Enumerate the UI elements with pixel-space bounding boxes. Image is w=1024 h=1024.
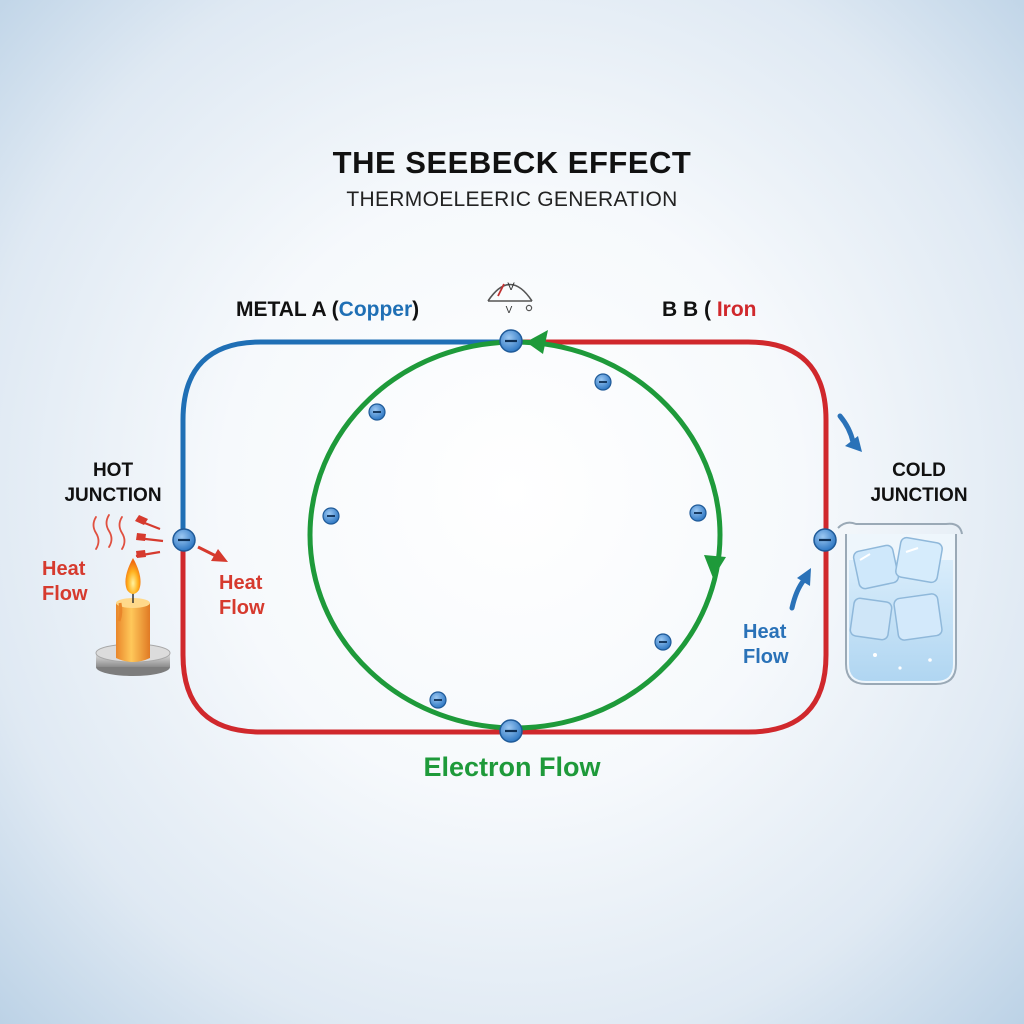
metal-b-label: B B ( Iron: [662, 298, 757, 322]
voltmeter-label-bottom: V: [506, 305, 513, 316]
electron-flow-label: Electron Flow: [423, 752, 601, 782]
cold-junction-line2: JUNCTION: [870, 485, 968, 506]
hot-junction-line1: HOT: [92, 460, 134, 481]
metal-a-suffix: ): [412, 298, 420, 321]
electron: [594, 373, 612, 391]
metal-a-material: Copper: [338, 298, 413, 321]
diagram-title: THE SEEBECK EFFECT: [332, 145, 692, 180]
electron-junction-bottom: [499, 719, 523, 743]
heat-flow-cold-line1: Heat: [743, 621, 787, 643]
candle-icon: [95, 558, 171, 676]
heat-flow-left-label: Heat Flow: [42, 557, 88, 607]
cold-junction-line1: COLD: [892, 460, 946, 481]
hot-junction-line2: JUNCTION: [64, 485, 162, 506]
metal-a-wire: [180, 339, 511, 540]
diagram-subtitle: THERMOELEERIC GENERATION: [346, 188, 678, 211]
heat-flow-hot-line2: Flow: [219, 597, 265, 619]
electron: [689, 504, 707, 522]
hot-junction-label: HOT JUNCTION: [52, 458, 174, 508]
electron-flow-arrow-top: [526, 330, 548, 354]
heat-flow-cold-line2: Flow: [743, 646, 789, 668]
metal-b-material: Iron: [716, 298, 757, 321]
electron-flow-path: [307, 339, 723, 731]
electron: [654, 633, 672, 651]
electron: [322, 507, 340, 525]
heat-flow-hot-line1: Heat: [219, 572, 263, 594]
metal-b-prefix: B B (: [662, 298, 717, 321]
voltmeter-label-top: V: [507, 281, 515, 293]
metal-b-wire: [180, 339, 829, 735]
voltmeter-icon: V V: [487, 281, 533, 316]
heat-arrow-icon: [135, 515, 164, 558]
heat-flow-left-line1: Heat: [42, 558, 86, 580]
electron: [429, 691, 447, 709]
metal-a-prefix: METAL A (: [236, 298, 339, 321]
electron-hot-junction: [172, 528, 196, 552]
heat-flow-cold-label: Heat Flow: [743, 620, 789, 670]
electron: [368, 403, 386, 421]
electron-junction-top: [499, 329, 523, 353]
cold-junction-label: COLD JUNCTION: [858, 458, 980, 508]
heat-flow-arrow-icon: [197, 545, 228, 562]
heat-flow-arrow-cold-bottom: [789, 568, 811, 611]
heat-flow-hot-label: Heat Flow: [219, 571, 265, 621]
heat-wave-icon: [92, 514, 126, 550]
heat-flow-left-line2: Flow: [42, 583, 88, 605]
electron-cold-junction: [813, 528, 837, 552]
metal-a-label: METAL A (Copper): [236, 298, 419, 322]
heat-flow-arrow-cold-top: [837, 413, 862, 452]
electron-flow-arrow-right: [704, 555, 726, 578]
ice-beaker-icon: [837, 521, 963, 685]
